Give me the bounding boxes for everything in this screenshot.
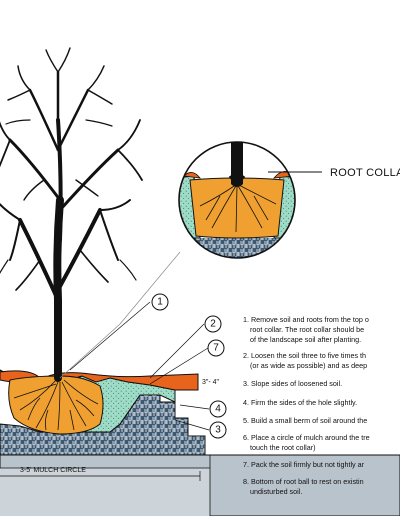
step-6-line-1: 6. Place a circle of mulch around the tr…: [243, 433, 370, 442]
step-2-line-1: 2. Loosen the soil three to five times t…: [243, 351, 366, 360]
step-6-line-2: touch the root collar): [250, 443, 316, 452]
step-1-line-1: 1. Remove soil and roots from the top o: [243, 315, 369, 324]
root-collar-label: ROOT COLLAR: [330, 167, 400, 179]
callout-7: 7: [207, 339, 225, 357]
callout-4-label: 4: [215, 404, 221, 415]
step-1-line-3: of the landscape soil after planting.: [250, 335, 361, 344]
callout-2: 2: [204, 315, 222, 333]
roots: [13, 379, 99, 431]
step-8-line-1: 8. Bottom of root ball to rest on existi…: [243, 477, 364, 486]
step-7: 7. Pack the soil firmly but not tightly …: [243, 460, 365, 469]
root-ball: [8, 375, 104, 435]
instructions: 1. Remove soil and roots from the top o …: [243, 315, 370, 496]
callout-1: 1: [151, 293, 169, 311]
step-3: 3. Slope sides of loosened soil.: [243, 379, 342, 388]
callout-3: 3: [209, 421, 227, 439]
callout-7-label: 7: [213, 343, 219, 354]
mulch-depth-label: 3"- 4": [202, 379, 220, 386]
step-8-line-2: undisturbed soil.: [250, 487, 302, 496]
callout-3-label: 3: [215, 425, 221, 436]
callout-4: 4: [209, 400, 227, 418]
tree: [0, 47, 143, 382]
root-collar-detail: ROOT COLLAR: [178, 141, 400, 259]
callout-1-label: 1: [157, 297, 163, 308]
step-5: 5. Build a small berm of soil around the: [243, 416, 367, 425]
mulch-circle-label: 3-5' MULCH CIRCLE: [20, 467, 86, 474]
callout-leaders: [69, 301, 210, 431]
mulch-circle-dimension: 3-5' MULCH CIRCLE: [0, 467, 201, 481]
callout-2-label: 2: [210, 319, 216, 330]
step-4: 4. Firm the sides of the hole slightly.: [243, 398, 357, 407]
step-2-line-2: (or as wide as possible) and as deep: [250, 361, 367, 370]
step-1-line-2: root collar. The root collar should be: [250, 325, 364, 334]
